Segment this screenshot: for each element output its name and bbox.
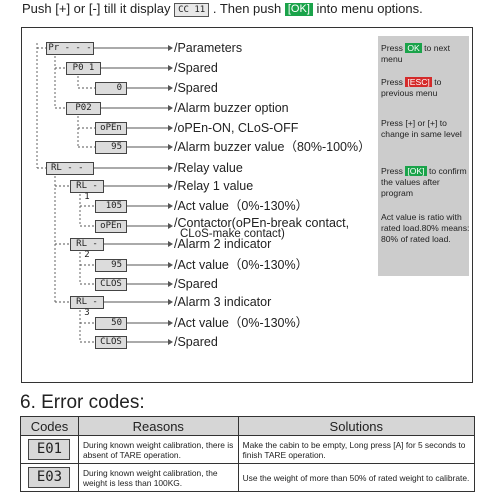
lcd-p01: P0 1 [66, 62, 101, 75]
reason-cell: During known weight calibration, there i… [77, 435, 239, 464]
lcd-relay-1-contactor: oPEn [95, 220, 127, 233]
label-buzzer-option: /oPEn-ON, CLoS-OFF [174, 121, 299, 135]
hint-previous-menu: Press [ESC] to previous menu [381, 77, 442, 98]
lcd-relay-2: RL - 2 [70, 238, 104, 260]
intro-ok-key: [OK] [284, 3, 313, 17]
intro-part2: . Then push [212, 1, 282, 16]
hint-act-value: Act value is ratio with rated load.80% m… [381, 212, 470, 244]
header-reasons: Reasons [77, 416, 239, 436]
lcd-parameters: Pr - - - [46, 42, 94, 55]
label-relay-2-spared: /Spared [174, 277, 218, 291]
lcd-buzzer-option: oPEn [95, 122, 127, 135]
hint-next-menu: Press OK to next menu [381, 43, 450, 64]
table-row: E01 During known weight calibration, the… [20, 435, 476, 464]
label-parameters: /Parameters [174, 41, 243, 55]
lcd-relay-1: RL - 1 [70, 180, 104, 202]
error-codes-table: Codes Reasons Solutions E01 During known… [20, 416, 476, 492]
lcd-relay-1-act: 105 [95, 200, 127, 213]
intro-lcd-code: CC 11 [174, 2, 210, 17]
lcd-relay-3: RL - 3 [70, 296, 104, 318]
header-codes: Codes [20, 416, 79, 436]
label-relay-3-act: /Act value（0%-130%） [174, 316, 309, 330]
lcd-buzzer-value: 95 [95, 141, 127, 154]
error-codes-title: 6. Error codes: [20, 392, 145, 413]
label-relay-3: /Alarm 3 indicator [174, 295, 272, 309]
label-relay-2-act: /Act value（0%-130%） [174, 258, 309, 272]
table-row: E03 During known weight calibration, the… [20, 463, 476, 492]
error-code-lcd: E03 [28, 467, 71, 488]
hint-confirm: Press [OK] to confirm the values after p… [381, 166, 467, 198]
label-relay-1-contactor-line2: CLoS-make contact) [180, 228, 285, 240]
header-solutions: Solutions [237, 416, 476, 436]
lcd-relay-2-act: 95 [95, 259, 127, 272]
intro-part1: Push [+] or [-] till it display [22, 1, 171, 16]
lcd-relay-2-spared: CLOS [95, 278, 127, 291]
label-p01-value: /Spared [174, 81, 218, 95]
label-relay-3-spared: /Spared [174, 335, 218, 349]
lcd-p01-value: 0 [95, 82, 127, 95]
ok-key-tag: OK [405, 43, 422, 53]
lcd-relay-value: RL - - [46, 162, 94, 175]
table-header-row: Codes Reasons Solutions [20, 416, 476, 436]
label-relay-value: /Relay value [174, 161, 243, 175]
label-buzzer-value: /Alarm buzzer value（80%-100%） [174, 140, 371, 154]
solution-cell: Make the cabin to be empty, Long press [… [237, 435, 476, 464]
label-p01: /Spared [174, 61, 218, 75]
ok-confirm-tag: [OK] [405, 166, 427, 176]
esc-key-tag: [ESC] [405, 77, 432, 87]
lcd-relay-3-spared: CLOS [95, 336, 127, 349]
lcd-p02: P02 [66, 102, 101, 115]
intro-text: Push [+] or [-] till it display CC 11 . … [22, 1, 423, 17]
reason-cell: During known weight calibration, the wei… [77, 463, 239, 492]
label-relay-1-contactor: /Contactor(oPEn-break contact, [174, 216, 350, 230]
hint-panel [378, 36, 469, 276]
solution-cell: Use the weight of more than 50% of rated… [237, 463, 476, 492]
lcd-relay-3-act: 50 [95, 317, 127, 330]
hint-same-level: Press [+] or [+] to change in same level [381, 118, 462, 139]
label-relay-2: /Alarm 2 indicator [174, 237, 272, 251]
label-relay-1-act: /Act value（0%-130%） [174, 199, 309, 213]
error-code-lcd: E01 [28, 439, 71, 460]
intro-part3: into menu options. [316, 1, 423, 16]
label-p02: /Alarm buzzer option [174, 101, 289, 115]
label-relay-1: /Relay 1 value [174, 179, 254, 193]
